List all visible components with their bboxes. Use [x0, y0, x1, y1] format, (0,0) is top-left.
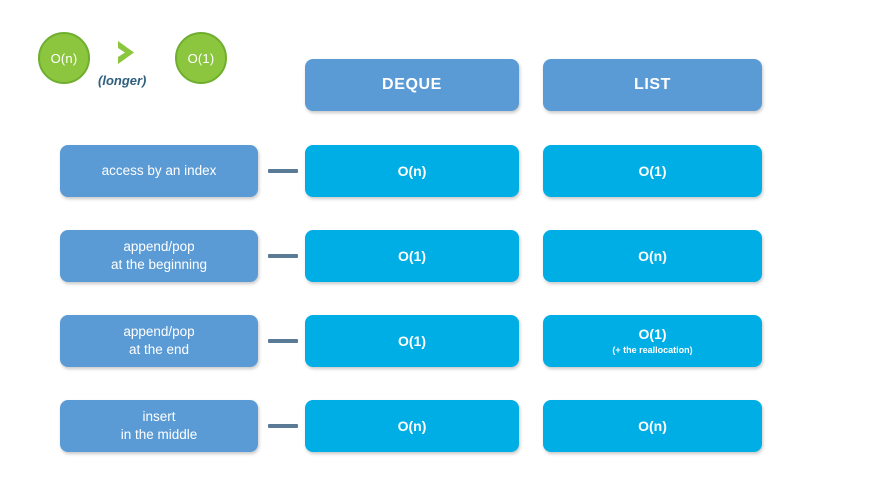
- row-label-line: at the end: [128, 342, 190, 357]
- legend-note: (longer): [98, 73, 147, 88]
- row-label-line: append/pop: [123, 239, 195, 254]
- cell-value: O(1): [398, 247, 426, 264]
- row-connector: [268, 424, 298, 428]
- cell-list-append-end: O(1) (+ the reallocation): [543, 315, 762, 367]
- cell-value: O(1): [638, 326, 667, 342]
- row-label-access-by-an-index: access by an index: [60, 145, 258, 197]
- complexity-legend: O(n) (longer) O(1): [0, 0, 300, 120]
- cell-value: O(n): [638, 247, 667, 264]
- column-header-deque: DEQUE: [305, 59, 519, 111]
- legend-circle-fast: O(1): [175, 32, 227, 84]
- cell-value: O(n): [638, 417, 667, 434]
- cell-value: O(1): [398, 332, 426, 349]
- column-header-deque-label: DEQUE: [382, 76, 442, 93]
- cell-list-append-beginning: O(n): [543, 230, 762, 282]
- cell-value: O(n): [397, 162, 427, 179]
- row-label-line: insert: [142, 409, 176, 424]
- chevron-right-icon: [112, 36, 146, 70]
- column-header-list: LIST: [543, 59, 762, 111]
- cell-value: O(1): [638, 162, 667, 179]
- cell-list-access: O(1): [543, 145, 762, 197]
- cell-value: O(n): [397, 417, 427, 434]
- cell-deque-access: O(n): [305, 145, 519, 197]
- legend-circle-fast-label: O(1): [187, 50, 215, 66]
- row-label-line: at the beginning: [110, 257, 208, 272]
- cell-deque-append-end: O(1): [305, 315, 519, 367]
- legend-circle-slow-label: O(n): [50, 50, 78, 66]
- row-connector: [268, 169, 298, 173]
- cell-note: (+ the reallocation): [612, 345, 693, 355]
- row-label-insert-middle: insert in the middle: [60, 400, 258, 452]
- row-label-line: access by an index: [101, 163, 217, 178]
- row-label-line: in the middle: [120, 427, 198, 442]
- row-label-append-pop-end: append/pop at the end: [60, 315, 258, 367]
- row-label-append-pop-beginning: append/pop at the beginning: [60, 230, 258, 282]
- column-header-list-label: LIST: [633, 76, 672, 93]
- legend-circle-slow: O(n): [38, 32, 90, 84]
- cell-list-insert-middle: O(n): [543, 400, 762, 452]
- row-label-line: append/pop: [123, 324, 195, 339]
- cell-deque-append-beginning: O(1): [305, 230, 519, 282]
- cell-deque-insert-middle: O(n): [305, 400, 519, 452]
- row-connector: [268, 339, 298, 343]
- row-connector: [268, 254, 298, 258]
